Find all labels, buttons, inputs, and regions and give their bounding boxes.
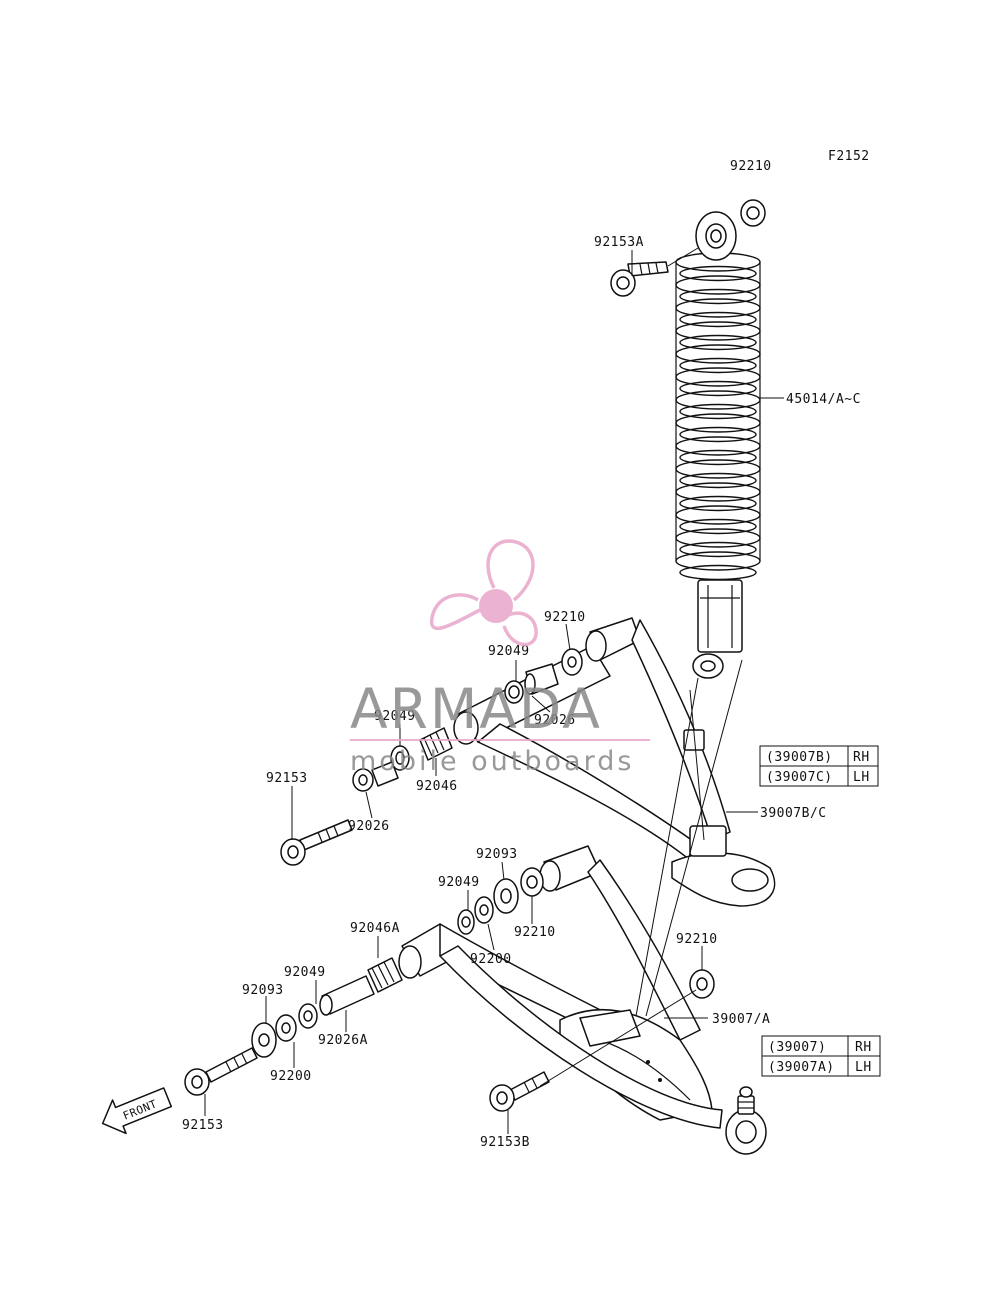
watermark-brand: ARMADA <box>350 677 602 741</box>
upper-variant-part-1: (39007B) <box>766 750 833 765</box>
label-lower-nut: 92210 <box>676 932 718 947</box>
spring-coil <box>675 436 761 456</box>
armada-watermark: ARMADA mobile outboards <box>350 539 650 777</box>
front-arrow-shape <box>101 1087 173 1135</box>
label-lower-cap-left: 92093 <box>242 983 284 998</box>
spring-coil-inner <box>679 311 757 328</box>
label-lower-washer-left: 92200 <box>270 1069 312 1084</box>
spring-coil-inner <box>679 357 757 374</box>
spring-coil <box>675 459 761 479</box>
shock-absorber <box>610 199 766 679</box>
spring-coil-inner <box>679 541 757 558</box>
front-arrow: FRONT <box>101 1087 173 1135</box>
upper-shock-bracket <box>689 825 727 857</box>
label-lower-sleeve-a: 92026A <box>318 1033 368 1048</box>
label-lower-seal-upper: 92049 <box>438 875 480 890</box>
spring-coil <box>675 390 761 410</box>
spring-coil-inner <box>679 403 757 420</box>
label-lower-bolt-b: 92153B <box>480 1135 530 1150</box>
spring-coil <box>675 528 761 548</box>
spring-coil <box>675 551 761 571</box>
spring-coil-inner <box>679 472 757 489</box>
spring-coil-inner <box>679 288 757 305</box>
spring-coil <box>675 505 761 525</box>
spring-coil-inner <box>679 426 757 443</box>
spring-coil <box>675 321 761 341</box>
label-upper-bolt: 92153 <box>266 771 308 786</box>
lower-variant-side-2: LH <box>855 1060 872 1075</box>
spring-coil <box>675 482 761 502</box>
spring-coil-inner <box>679 334 757 351</box>
lower-variant-table: (39007) RH (39007A) LH <box>761 1035 881 1077</box>
spring-coil <box>675 275 761 295</box>
shock-body <box>697 579 743 653</box>
upper-variant-table: (39007B) RH (39007C) LH <box>759 745 879 787</box>
upper-variant-side-2: LH <box>853 770 870 785</box>
spring-coil-inner <box>679 518 757 535</box>
upper-pivot-hardware <box>280 648 583 866</box>
upper-variant-part-2: (39007C) <box>766 770 833 785</box>
spring-coil-inner <box>679 265 757 282</box>
shock-spring <box>675 252 761 581</box>
label-lower-washer-upper: 92200 <box>470 952 512 967</box>
label-lower-bushing-a: 92046A <box>350 921 400 936</box>
label-shock-top-bolt: 92153A <box>594 235 644 250</box>
callout-leaders <box>204 250 784 1134</box>
label-lower-arm: 39007/A <box>712 1012 770 1027</box>
assembly-guide-lines <box>539 659 743 1087</box>
lower-variant-part-2: (39007A) <box>768 1060 835 1075</box>
label-shock-top-collar: 92210 <box>730 159 772 174</box>
label-upper-seal: 92049 <box>488 644 530 659</box>
spring-coil <box>675 413 761 433</box>
figure-code: F2152 <box>828 149 870 164</box>
label-lower-bolt: 92153 <box>182 1118 224 1133</box>
spring-coil-inner <box>679 564 757 581</box>
watermark-tagline: mobile outboards <box>350 746 634 777</box>
spring-coil <box>675 344 761 364</box>
spring-coil-inner <box>679 449 757 466</box>
label-upper-bushing: 92046 <box>416 779 458 794</box>
callout-labels: 92210 92153A 45014/A~C 92210 92049 92026… <box>182 159 861 1150</box>
label-upper-seal-left: 92049 <box>374 709 416 724</box>
spring-coil-inner <box>679 380 757 397</box>
label-upper-collar-right: 92210 <box>544 610 586 625</box>
spring-coil <box>675 298 761 318</box>
label-lower-cap-upper: 92093 <box>476 847 518 862</box>
spring-coil-inner <box>679 495 757 512</box>
label-lower-seal-left: 92049 <box>284 965 326 980</box>
label-upper-arm: 39007B/C <box>760 806 827 821</box>
label-lower-collar-upper: 92210 <box>514 925 556 940</box>
lower-variant-part-1: (39007) <box>768 1040 826 1055</box>
upper-variant-side-1: RH <box>853 750 870 765</box>
ball-joint <box>725 1086 767 1155</box>
propeller-logo <box>429 539 538 647</box>
label-upper-sleeve-right: 92026 <box>534 713 576 728</box>
lower-variant-side-1: RH <box>855 1040 872 1055</box>
label-shock-absorber: 45014/A~C <box>786 392 861 407</box>
shock-top-bolt <box>610 261 669 297</box>
spring-coil <box>675 367 761 387</box>
lower-arm <box>398 845 767 1155</box>
label-upper-sleeve-left: 92026 <box>348 819 390 834</box>
lower-pivot-hardware <box>184 867 715 1112</box>
